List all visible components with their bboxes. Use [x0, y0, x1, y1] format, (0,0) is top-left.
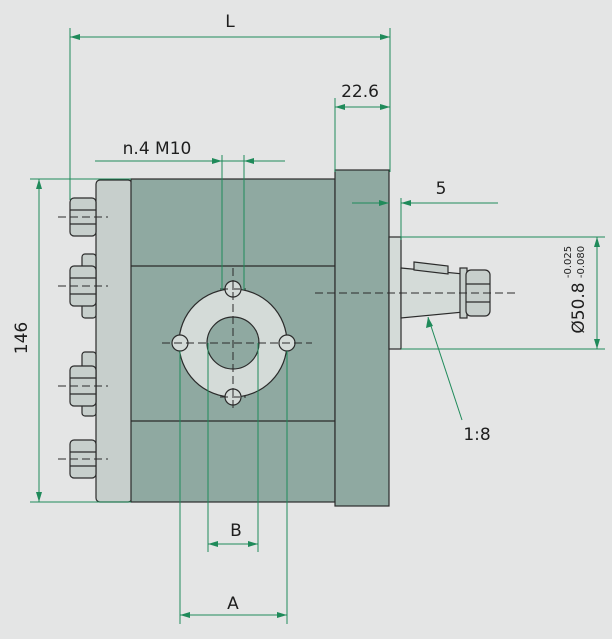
center-lines-group	[58, 216, 515, 460]
arrow-22-6-right	[380, 104, 390, 110]
arrow-A-left	[180, 612, 190, 618]
label-port-a: A	[227, 594, 239, 614]
label-height: 146	[12, 322, 32, 354]
left-end-plate	[95, 179, 133, 503]
front-flange	[334, 169, 390, 507]
arrow-B-right	[248, 541, 258, 547]
arrow-22-6-left	[335, 104, 345, 110]
arrow-5-right	[401, 200, 411, 206]
dimension-labels-group: L 22.6 n.4 M10 5 146 Ø50.8 -0.025 -0.080…	[12, 12, 589, 614]
arrowheads-group	[36, 34, 600, 618]
label-taper: 1:8	[463, 425, 490, 445]
label-flange-width: 22.6	[341, 82, 379, 102]
arrow-taper	[426, 317, 433, 328]
arrow-146-bottom	[36, 492, 42, 502]
arrow-L-right	[380, 34, 390, 40]
arrow-dia-top	[594, 237, 600, 247]
label-tolerance-lower: -0.080	[576, 246, 587, 278]
arrow-146-top	[36, 179, 42, 189]
label-shaft-diameter: Ø50.8	[569, 282, 589, 333]
label-bolts: n.4 M10	[123, 139, 192, 159]
label-tolerance-upper: -0.025	[563, 246, 574, 278]
shaft-key	[413, 261, 449, 275]
arrow-bolts-right	[244, 158, 254, 164]
arrow-5-left	[379, 200, 389, 206]
arrow-B-left	[208, 541, 218, 547]
side-bolts-group	[69, 197, 97, 479]
arrow-L-left	[70, 34, 80, 40]
taper-leader-line	[427, 316, 463, 421]
arrow-A-right	[277, 612, 287, 618]
arrow-dia-bottom	[594, 339, 600, 349]
label-offset: 5	[436, 179, 447, 199]
label-port-b: B	[230, 521, 242, 541]
dimension-lines-group	[30, 28, 605, 624]
label-overall-length: L	[225, 12, 235, 32]
arrow-bolts-left	[212, 158, 222, 164]
